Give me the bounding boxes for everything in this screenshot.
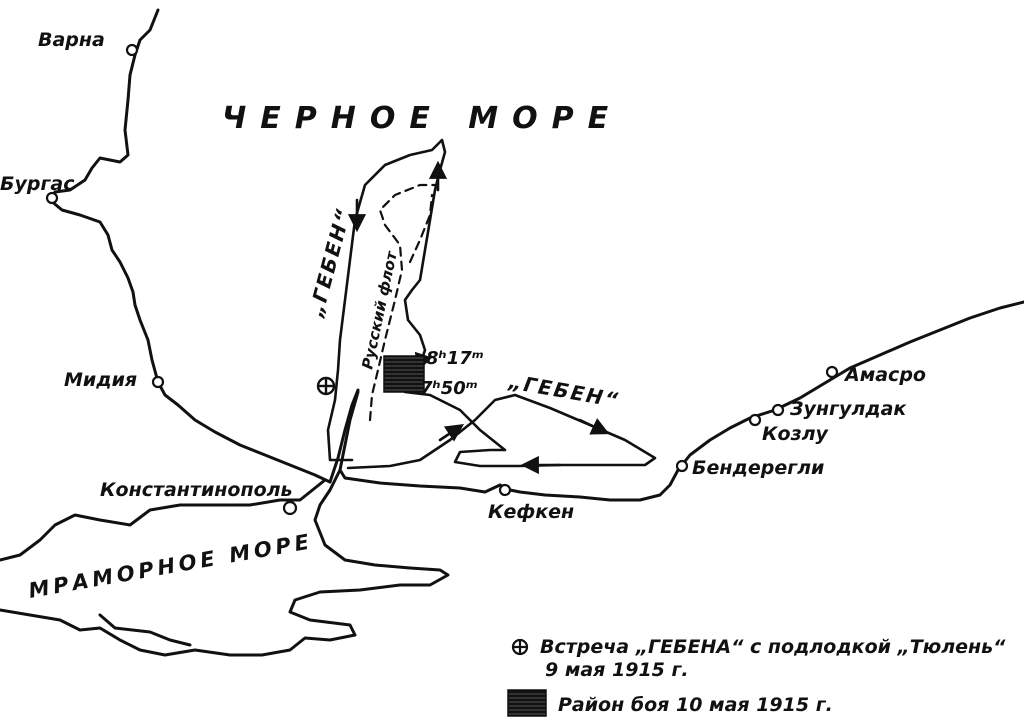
route-goeben-north-loop <box>326 138 447 462</box>
balkan-coastline <box>48 8 332 484</box>
legend-battle-icon <box>507 689 547 717</box>
time-label-1: 8ʰ17ᵐ <box>426 348 484 369</box>
city-burgas-marker <box>45 191 59 205</box>
city-kefken-label: Кефкен <box>488 501 574 523</box>
city-bender-eregli-marker <box>675 459 689 473</box>
meeting-submarine-symbol <box>316 376 336 396</box>
marmara-north-coast <box>0 478 327 562</box>
route-goeben-east <box>346 390 657 470</box>
route-russian-fleet-b <box>408 193 434 264</box>
route-russian-fleet <box>368 183 437 422</box>
goeben-north-label: „ГЕБЕН“ <box>303 205 355 320</box>
city-midia-marker <box>151 375 165 389</box>
city-constantinople-label: Константинополь <box>100 479 293 501</box>
legend-meeting-line2: 9 мая 1915 г. <box>545 659 689 681</box>
legend-meeting-line1: Встреча „ГЕБЕНА“ с подлодкой „Тюлень“ <box>540 636 1006 658</box>
marmara-peninsula <box>98 613 192 647</box>
city-midia-label: Мидия <box>64 369 137 391</box>
route-arrow-ne <box>438 423 465 442</box>
city-varna-marker <box>125 43 139 57</box>
city-kozlu-label: Козлу <box>762 423 830 445</box>
city-zonguldak-marker <box>771 403 785 417</box>
city-amasro-marker <box>825 365 839 379</box>
battle-area-marker <box>383 355 425 393</box>
goeben-east-label: „ГЕБЕН“ <box>506 369 621 412</box>
route-arrow-east <box>578 418 610 435</box>
time-label-2: 7ʰ50ᵐ <box>420 378 478 399</box>
legend-battle-label: Район боя 10 мая 1915 г. <box>558 694 833 716</box>
black-sea-label: ЧЕРНОЕ МОРЕ <box>222 101 622 136</box>
bosphorus-west <box>328 388 360 484</box>
city-kozlu-marker <box>748 413 762 427</box>
city-varna-label: Варна <box>38 29 105 51</box>
legend-meeting-icon <box>511 638 529 656</box>
anatolian-coastline <box>338 300 1024 502</box>
russian-fleet-label: Русский флот <box>358 249 401 371</box>
city-kefken-marker <box>498 483 512 497</box>
marmara-sea-label: МРАМОРНОЕ МОРЕ <box>27 529 315 603</box>
city-amasro-label: Амасро <box>843 364 926 386</box>
city-bender-eregli-label: Бендерегли <box>692 457 824 479</box>
city-zonguldak-label: Зунгулдак <box>789 398 907 420</box>
city-constantinople-marker <box>282 500 298 516</box>
bosphorus-south <box>0 468 450 657</box>
city-burgas-label: Бургас <box>0 173 75 195</box>
